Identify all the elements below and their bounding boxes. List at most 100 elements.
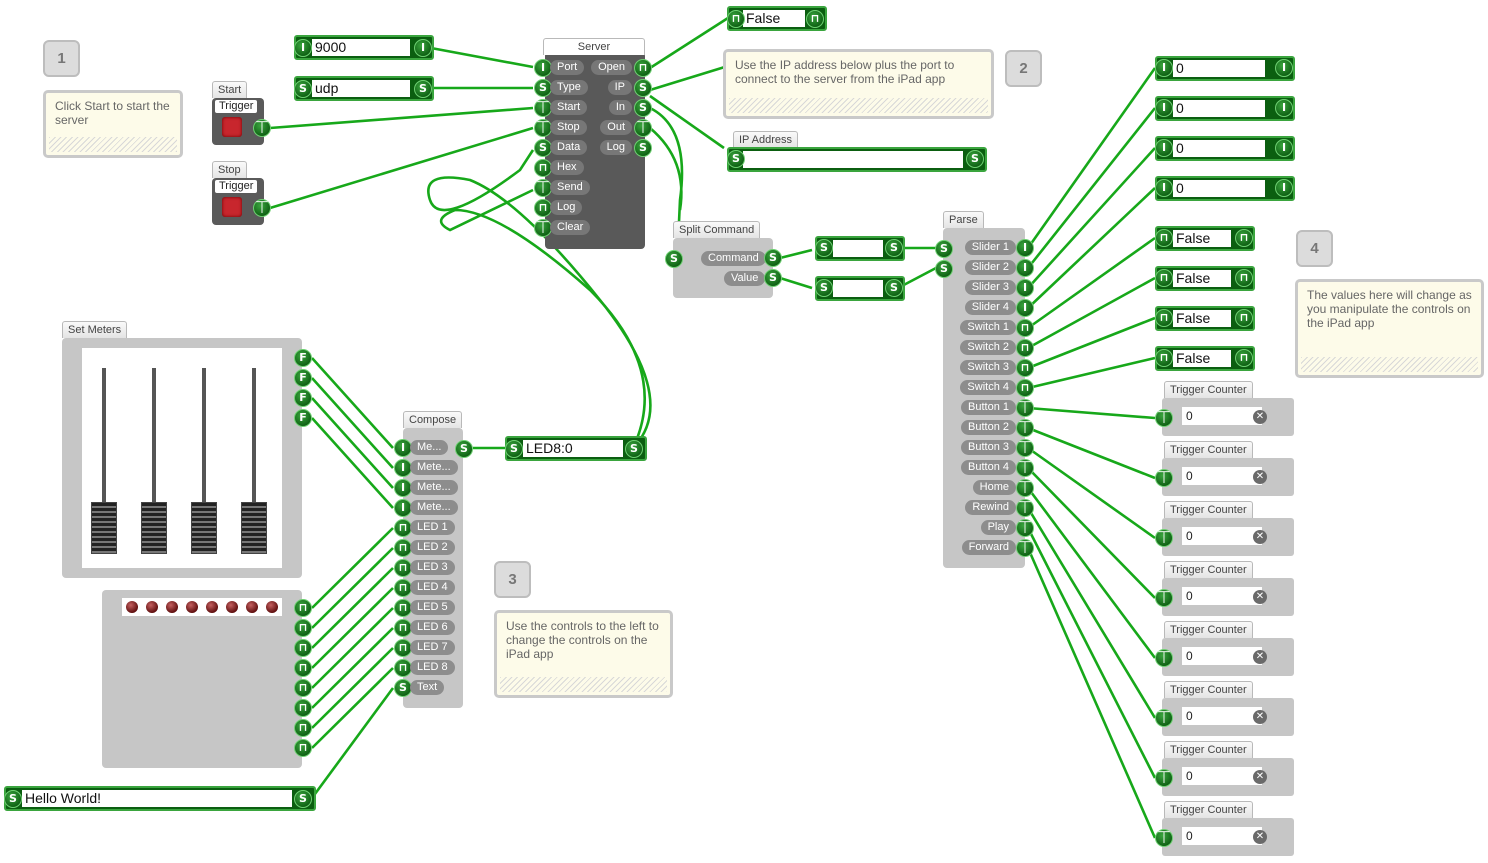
trigger-counter-tab-2[interactable]: Trigger Counter (1164, 441, 1253, 458)
start-tab[interactable]: Start (212, 81, 248, 98)
start-button[interactable] (222, 117, 242, 137)
compose-tab[interactable]: Compose (403, 411, 463, 428)
parse-output-pin-14[interactable]: ⏉ (1016, 499, 1034, 517)
slider-value-3[interactable]: 0 (1173, 140, 1265, 157)
stop-output-pin[interactable]: ⏉ (253, 199, 271, 217)
switch-value-2[interactable]: False (1173, 270, 1231, 287)
parse-output-pin-13[interactable]: ⏉ (1016, 479, 1034, 497)
value-out-pin[interactable]: S (885, 279, 903, 297)
clear-icon[interactable]: ✕ (1253, 770, 1267, 784)
slider-out-pin-4[interactable]: I (1275, 179, 1293, 197)
clear-icon[interactable]: ✕ (1253, 710, 1267, 724)
slider-value-4[interactable]: 0 (1173, 180, 1265, 197)
slider-value-1[interactable]: 0 (1173, 60, 1265, 77)
clear-icon[interactable]: ✕ (1253, 650, 1267, 664)
parse-output-pin-7[interactable]: ⊓ (1016, 359, 1034, 377)
compose-out-pin[interactable]: S (455, 440, 473, 458)
parse-output-pin-2[interactable]: I (1016, 259, 1034, 277)
counter-in-pin-5[interactable]: ⏉ (1155, 649, 1173, 667)
slider-in-pin-2[interactable]: I (1155, 99, 1173, 117)
switch-value-3[interactable]: False (1173, 310, 1231, 327)
split-command-tab[interactable]: Split Command (673, 221, 761, 238)
stop-tab[interactable]: Stop (212, 161, 247, 178)
type-out-pin[interactable]: S (414, 80, 432, 98)
parse-output-pin-6[interactable]: ⊓ (1016, 339, 1034, 357)
command-value[interactable] (833, 240, 883, 257)
parse-output-pin-1[interactable]: I (1016, 239, 1034, 257)
compose-box-out-pin[interactable]: S (625, 440, 643, 458)
text-input[interactable]: Hello World! (22, 790, 292, 807)
slider-out-pin-2[interactable]: I (1275, 99, 1293, 117)
slider-out-pin-3[interactable]: I (1275, 139, 1293, 157)
meter-out-pin-4[interactable]: F (294, 409, 312, 427)
led-out-pin-8[interactable]: ⊓ (294, 739, 312, 757)
meter-handle-1[interactable] (91, 502, 117, 554)
parse-in-pin-1[interactable]: S (935, 240, 953, 258)
counter-in-pin-7[interactable]: ⏉ (1155, 769, 1173, 787)
slider-out-pin-1[interactable]: I (1275, 59, 1293, 77)
parse-output-pin-15[interactable]: ⏉ (1016, 519, 1034, 537)
port-in-pin[interactable]: I (294, 39, 312, 57)
server-output-pin-log[interactable]: S (634, 139, 652, 157)
clear-icon[interactable]: ✕ (1253, 470, 1267, 484)
switch-out-pin-1[interactable]: ⊓ (1235, 229, 1253, 247)
counter-in-pin-6[interactable]: ⏉ (1155, 709, 1173, 727)
switch-out-pin-4[interactable]: ⊓ (1235, 349, 1253, 367)
set-meters-tab[interactable]: Set Meters (62, 321, 128, 338)
ip-out-pin[interactable]: S (966, 150, 984, 168)
meter-out-pin-2[interactable]: F (294, 369, 312, 387)
led-out-pin-7[interactable]: ⊓ (294, 719, 312, 737)
clear-icon[interactable]: ✕ (1253, 530, 1267, 544)
switch-out-pin-2[interactable]: ⊓ (1235, 269, 1253, 287)
parse-output-pin-5[interactable]: ⊓ (1016, 319, 1034, 337)
trigger-counter-tab-7[interactable]: Trigger Counter (1164, 741, 1253, 758)
compose-input-pin-4[interactable]: I (394, 499, 412, 517)
trigger-counter-tab-6[interactable]: Trigger Counter (1164, 681, 1253, 698)
type-in-pin[interactable]: S (294, 80, 312, 98)
split-in-pin[interactable]: S (665, 250, 683, 268)
parse-output-pin-12[interactable]: ⏉ (1016, 459, 1034, 477)
type-input[interactable]: udp (312, 80, 410, 97)
server-output-pin-out[interactable]: ⏉ (634, 119, 652, 137)
led-out-pin-5[interactable]: ⊓ (294, 679, 312, 697)
counter-in-pin-3[interactable]: ⏉ (1155, 529, 1173, 547)
led-out-pin-2[interactable]: ⊓ (294, 619, 312, 637)
led-out-pin-1[interactable]: ⊓ (294, 599, 312, 617)
meter-out-pin-3[interactable]: F (294, 389, 312, 407)
ip-in-pin[interactable]: S (727, 150, 745, 168)
switch-in-pin-4[interactable]: ⊓ (1155, 349, 1173, 367)
value-value[interactable] (833, 280, 883, 297)
value-in-pin[interactable]: S (815, 279, 833, 297)
port-input[interactable]: 9000 (312, 39, 410, 56)
server-title[interactable]: Server (543, 38, 645, 55)
clear-icon[interactable]: ✕ (1253, 830, 1267, 844)
switch-in-pin-1[interactable]: ⊓ (1155, 229, 1173, 247)
split-command-pin[interactable]: S (764, 249, 782, 267)
open-in-pin[interactable]: ⊓ (727, 10, 745, 28)
slider-value-2[interactable]: 0 (1173, 100, 1265, 117)
counter-in-pin-2[interactable]: ⏉ (1155, 469, 1173, 487)
server-input-pin-send[interactable]: ⏉ (534, 179, 552, 197)
compose-out-value[interactable]: LED8:0 (523, 440, 623, 457)
switch-in-pin-3[interactable]: ⊓ (1155, 309, 1173, 327)
counter-in-pin-4[interactable]: ⏉ (1155, 589, 1173, 607)
slider-in-pin-4[interactable]: I (1155, 179, 1173, 197)
slider-in-pin-1[interactable]: I (1155, 59, 1173, 77)
trigger-counter-tab-3[interactable]: Trigger Counter (1164, 501, 1253, 518)
led-out-pin-6[interactable]: ⊓ (294, 699, 312, 717)
text-in-pin[interactable]: S (4, 790, 22, 808)
server-output-pin-open[interactable]: ⊓ (634, 59, 652, 77)
open-value[interactable]: False (743, 10, 805, 27)
ip-address-value[interactable] (743, 151, 963, 168)
parse-output-pin-16[interactable]: ⏉ (1016, 539, 1034, 557)
led-out-pin-4[interactable]: ⊓ (294, 659, 312, 677)
port-out-pin[interactable]: I (414, 39, 432, 57)
clear-icon[interactable]: ✕ (1253, 590, 1267, 604)
parse-in-pin-2[interactable]: S (935, 260, 953, 278)
trigger-counter-tab-4[interactable]: Trigger Counter (1164, 561, 1253, 578)
parse-output-pin-3[interactable]: I (1016, 279, 1034, 297)
server-output-pin-ip[interactable]: S (634, 79, 652, 97)
split-value-pin[interactable]: S (764, 269, 782, 287)
switch-out-pin-3[interactable]: ⊓ (1235, 309, 1253, 327)
counter-in-pin-1[interactable]: ⏉ (1155, 409, 1173, 427)
